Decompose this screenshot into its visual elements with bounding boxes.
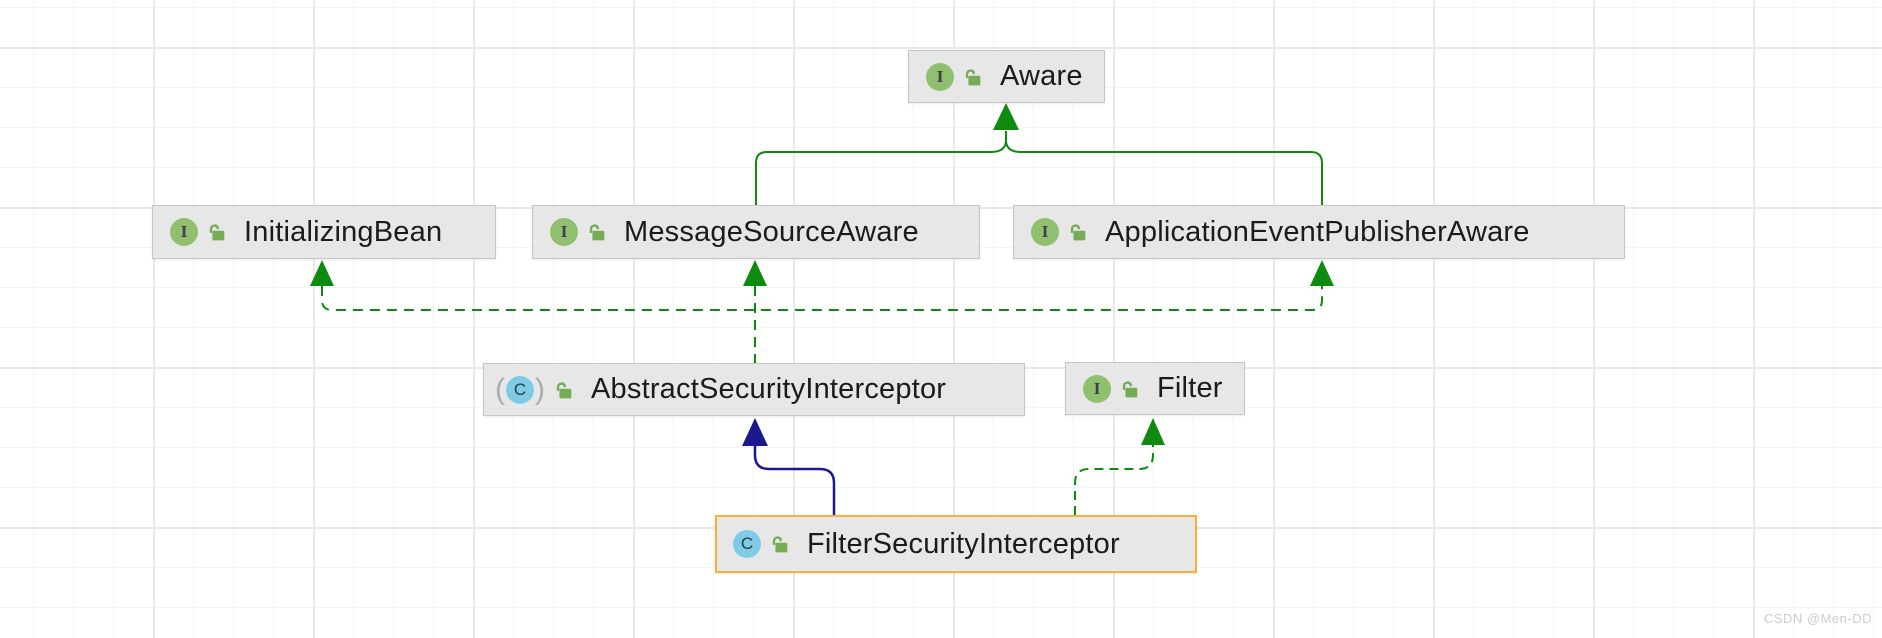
unlock-icon (206, 221, 228, 243)
node-label: AbstractSecurityInterceptor (591, 373, 947, 405)
arrowhead-aware (993, 103, 1019, 130)
node-label: Filter (1157, 372, 1223, 404)
unlock-icon (553, 379, 575, 401)
abstract-class-icon: ( C ) (495, 372, 545, 406)
unlock-icon (769, 533, 791, 555)
csdn-watermark: CSDN @Men-DD (1763, 611, 1872, 626)
node-message-source-aware[interactable]: I MessageSourceAware (532, 205, 980, 259)
edge-extends-abstractsecurityinterceptor[interactable] (753, 446, 836, 515)
unlock-icon (962, 66, 984, 88)
node-label: Aware (1000, 60, 1083, 92)
edge-implements-filter[interactable] (1074, 445, 1154, 515)
node-label: MessageSourceAware (624, 215, 919, 248)
unlock-icon (1119, 378, 1141, 400)
arrowhead-messagesourceaware (743, 260, 767, 286)
interface-icon: I (1083, 374, 1111, 403)
edge-implements-horizontal[interactable] (321, 286, 1323, 311)
node-label: FilterSecurityInterceptor (807, 527, 1120, 560)
class-icon: C (733, 530, 761, 558)
abstract-paren-right: ) (535, 372, 545, 406)
node-initializing-bean[interactable]: I InitializingBean (152, 205, 496, 259)
node-aware[interactable]: I Aware (908, 50, 1105, 103)
arrowhead-initializingbean (310, 260, 334, 286)
class-icon: C (506, 375, 534, 404)
node-abstract-security-interceptor[interactable]: ( C ) AbstractSecurityInterceptor (483, 363, 1025, 416)
arrowhead-abstractsecurityinterceptor (742, 418, 768, 446)
node-filter[interactable]: I Filter (1065, 362, 1245, 415)
node-filter-security-interceptor[interactable]: C FilterSecurityInterceptor (715, 515, 1197, 573)
interface-icon: I (170, 218, 198, 246)
edge-applicationeventpublisheraware-extends-aware[interactable] (1005, 131, 1323, 205)
edge-messagesourceaware-extends-aware[interactable] (755, 131, 1007, 205)
abstract-paren-left: ( (495, 372, 505, 406)
node-label: ApplicationEventPublisherAware (1105, 215, 1530, 248)
unlock-icon (586, 221, 608, 243)
arrowhead-filter (1141, 418, 1165, 445)
node-application-event-publisher-aware[interactable]: I ApplicationEventPublisherAware (1013, 205, 1625, 259)
interface-icon: I (1031, 218, 1059, 246)
interface-icon: I (926, 62, 954, 91)
node-label: InitializingBean (244, 215, 443, 248)
interface-icon: I (550, 218, 578, 246)
arrowhead-applicationeventpublisheraware (1310, 260, 1334, 286)
unlock-icon (1067, 221, 1089, 243)
